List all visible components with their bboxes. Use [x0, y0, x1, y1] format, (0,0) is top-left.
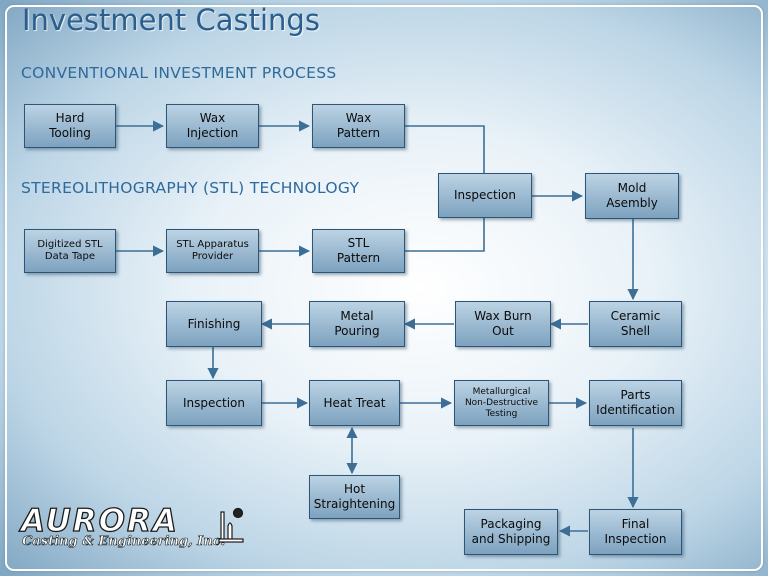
- step-hard-tooling: Hard Tooling: [24, 104, 116, 148]
- page-title: Investment Castings: [22, 3, 320, 37]
- step-stl-apparatus-provider: STL Apparatus Provider: [166, 229, 259, 273]
- step-final-inspection: Final Inspection: [589, 509, 682, 555]
- step-metallurgical-testing: Metallurgical Non-Destructive Testing: [454, 380, 549, 426]
- step-parts-identification: Parts Identification: [589, 380, 682, 426]
- aurora-logo-mark-icon: [218, 507, 244, 543]
- step-hot-straightening: Hot Straightening: [309, 475, 400, 519]
- aurora-logo-subtitle: Casting & Engineering, Inc.: [22, 534, 226, 550]
- step-digitized-stl-data-tape: Digitized STL Data Tape: [24, 229, 116, 273]
- step-packaging-and-shipping: Packaging and Shipping: [464, 509, 558, 555]
- step-inspection-1: Inspection: [438, 173, 532, 218]
- step-wax-burn-out: Wax Burn Out: [455, 301, 551, 347]
- step-finishing: Finishing: [166, 301, 262, 347]
- connector-wax-pattern-to-inspection: [405, 125, 485, 173]
- step-metal-pouring: Metal Pouring: [309, 301, 405, 347]
- step-wax-injection: Wax Injection: [166, 104, 259, 148]
- aurora-logo-wordmark: AURORA: [20, 502, 179, 539]
- step-mold-assembly: Mold Asembly: [585, 173, 679, 219]
- step-wax-pattern: Wax Pattern: [312, 104, 405, 148]
- section-stl-heading: STEREOLITHOGRAPHY (STL) TECHNOLOGY: [21, 179, 360, 197]
- step-inspection-2: Inspection: [166, 380, 262, 426]
- step-stl-pattern: STL Pattern: [312, 229, 405, 273]
- section-conventional-heading: CONVENTIONAL INVESTMENT PROCESS: [21, 64, 337, 82]
- step-ceramic-shell: Ceramic Shell: [589, 301, 682, 347]
- step-heat-treat: Heat Treat: [309, 380, 400, 426]
- connector-stl-pattern-to-inspection: [405, 218, 485, 252]
